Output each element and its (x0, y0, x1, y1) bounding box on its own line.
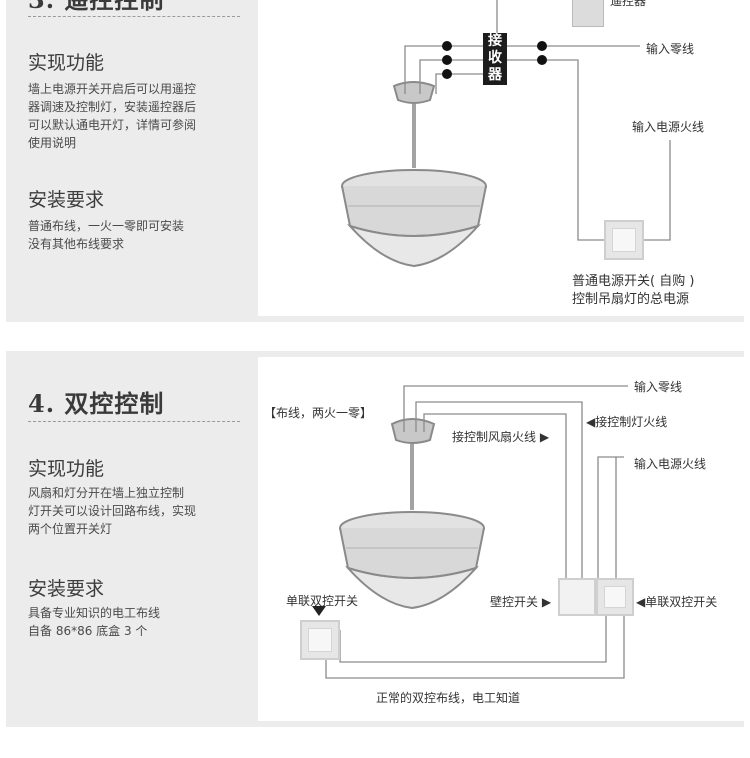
install-heading: 安装要求 (28, 189, 105, 211)
install-line: 具备专业知识的电工布线 (28, 606, 161, 620)
title-divider (28, 16, 240, 17)
left-dual-switch-icon (300, 620, 340, 660)
remote-control-panel: 3. 遥控控制 实现功能 墙上电源开关开启后可以用遥控 器调速及控制灯，安装遥控… (6, 0, 744, 322)
receiver-box: 接收器 (483, 33, 507, 85)
neutral-input-label: 输入零线 (646, 42, 695, 56)
neutral-input-label: 输入零线 (634, 380, 683, 394)
left-switch-label: 单联双控开关 (286, 594, 359, 608)
function-line: 风扇和灯分开在墙上独立控制 (28, 486, 185, 500)
wiring-diagram-dual (258, 357, 744, 721)
section-title: 4. 双控控制 (28, 389, 165, 418)
right-switch-label: ◀单联双控开关 (636, 595, 718, 609)
switch-label-line1: 普通电源开关( 自购 ) (572, 274, 695, 289)
power-switch-icon (604, 220, 644, 260)
section-title: 3. 遥控控制 (28, 0, 164, 15)
function-line: 灯开关可以设计回路布线，实现 (28, 504, 197, 518)
live-input-label: 输入电源火线 (632, 120, 705, 134)
fan-live-label: 接控制风扇火线 ▶ (452, 430, 550, 444)
right-dual-switch-icon (596, 578, 634, 616)
remote-control-icon (572, 0, 604, 27)
wall-control-switch-icon (558, 578, 596, 616)
bottom-note: 正常的双控布线，电工知道 (376, 691, 521, 705)
install-line: 普通布线，一火一零即可安装 (28, 219, 185, 233)
ceiling-fan-lamp-icon (339, 418, 485, 610)
install-line: 自备 86*86 底盒 3 个 (28, 624, 148, 638)
install-line: 没有其他布线要求 (28, 237, 125, 251)
title-divider (28, 421, 240, 422)
function-heading: 实现功能 (28, 458, 105, 480)
wiring-note: 【布线，两火一零】 (264, 406, 373, 420)
power-live-label: 输入电源火线 (634, 457, 707, 471)
switch-label-line2: 控制吊扇灯的总电源 (572, 292, 690, 307)
lamp-live-label: ◀接控制灯火线 (586, 415, 668, 429)
function-line: 墙上电源开关开启后可以用遥控 (28, 82, 197, 96)
receiver-label: 接收器 (488, 33, 502, 83)
remote-label: 遥控器 (610, 0, 647, 8)
wall-control-label: 壁控开关 ▶ (490, 595, 552, 609)
function-line: 可以默认通电开灯，详情可参阅 (28, 118, 197, 132)
install-heading: 安装要求 (28, 578, 105, 600)
function-heading: 实现功能 (28, 52, 105, 74)
function-line: 器调速及控制灯，安装遥控器后 (28, 100, 197, 114)
function-line: 使用说明 (28, 136, 77, 150)
ceiling-fan-lamp-icon (341, 81, 487, 268)
function-line: 两个位置开关灯 (28, 522, 113, 536)
